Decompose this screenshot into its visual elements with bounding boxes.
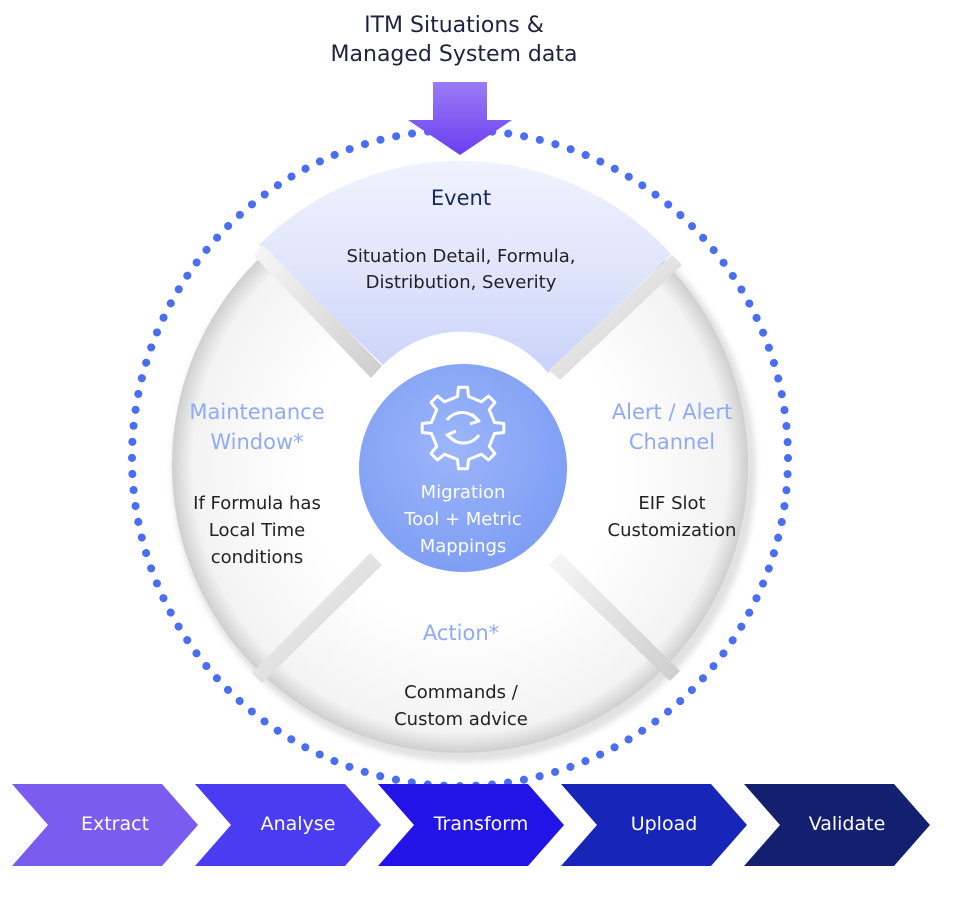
gear-refresh-icon <box>420 385 506 471</box>
stage-transform-label: Transform <box>433 813 529 835</box>
hub-label: Migration Tool + Metric Mappings <box>380 479 546 560</box>
hub-label-line1: Migration <box>420 482 506 503</box>
event-desc-line1: Situation Detail, Formula, <box>346 246 576 267</box>
stage-chevron-analyse <box>195 784 381 866</box>
event-desc-line2: Distribution, Severity <box>365 272 557 294</box>
maintenance-desc-line2: Local Time <box>208 520 306 541</box>
stage-chevron-extract <box>12 784 198 866</box>
maintenance-desc-line3: conditions <box>210 547 304 568</box>
alert-description: EIF Slot Customization <box>584 490 760 544</box>
alert-title-line2: Channel <box>628 429 716 454</box>
input-label-line2: Managed System data <box>330 41 578 67</box>
stage-extract-label: Extract <box>80 813 150 835</box>
input-label-line1: ITM Situations & <box>364 13 544 38</box>
maintenance-description: If Formula has Local Time conditions <box>166 490 348 571</box>
maintenance-title-line1: Maintenance <box>189 400 325 424</box>
hub-label-line2: Tool + Metric <box>404 509 522 530</box>
action-desc-line2: Custom advice <box>394 709 528 730</box>
action-title: Action* <box>422 621 500 645</box>
maintenance-desc-line1: If Formula has <box>193 493 321 514</box>
event-sector-highlight <box>259 160 671 373</box>
alert-channel-title: Alert / Alert Channel <box>584 398 760 458</box>
stage-validate-label: Validate <box>808 813 886 835</box>
event-title: Event <box>430 186 492 210</box>
alert-desc-line1: EIF Slot <box>638 493 706 514</box>
stage-analyse-label: Analyse <box>260 813 336 835</box>
hub-label-line3: Mappings <box>419 536 507 557</box>
action-desc-line1: Commands / <box>404 682 518 703</box>
maintenance-window-title: Maintenance Window* <box>166 398 348 458</box>
stage-chevron-validate <box>744 784 930 866</box>
down-arrow-icon <box>408 82 512 155</box>
maintenance-title-line2: Window* <box>210 429 304 454</box>
action-description: Commands / Custom advice <box>330 679 592 733</box>
process-stage-chevrons <box>12 784 930 866</box>
input-source-label: ITM Situations & Managed System data <box>254 12 654 69</box>
stage-chevron-transform <box>378 784 564 866</box>
sector-separators <box>252 245 682 683</box>
event-description: Situation Detail, Formula, Distribution,… <box>300 244 622 296</box>
stage-chevron-upload <box>561 784 747 866</box>
alert-title-line1: Alert / Alert <box>611 400 733 424</box>
stage-upload-label: Upload <box>630 813 698 835</box>
alert-desc-line2: Customization <box>607 520 737 541</box>
